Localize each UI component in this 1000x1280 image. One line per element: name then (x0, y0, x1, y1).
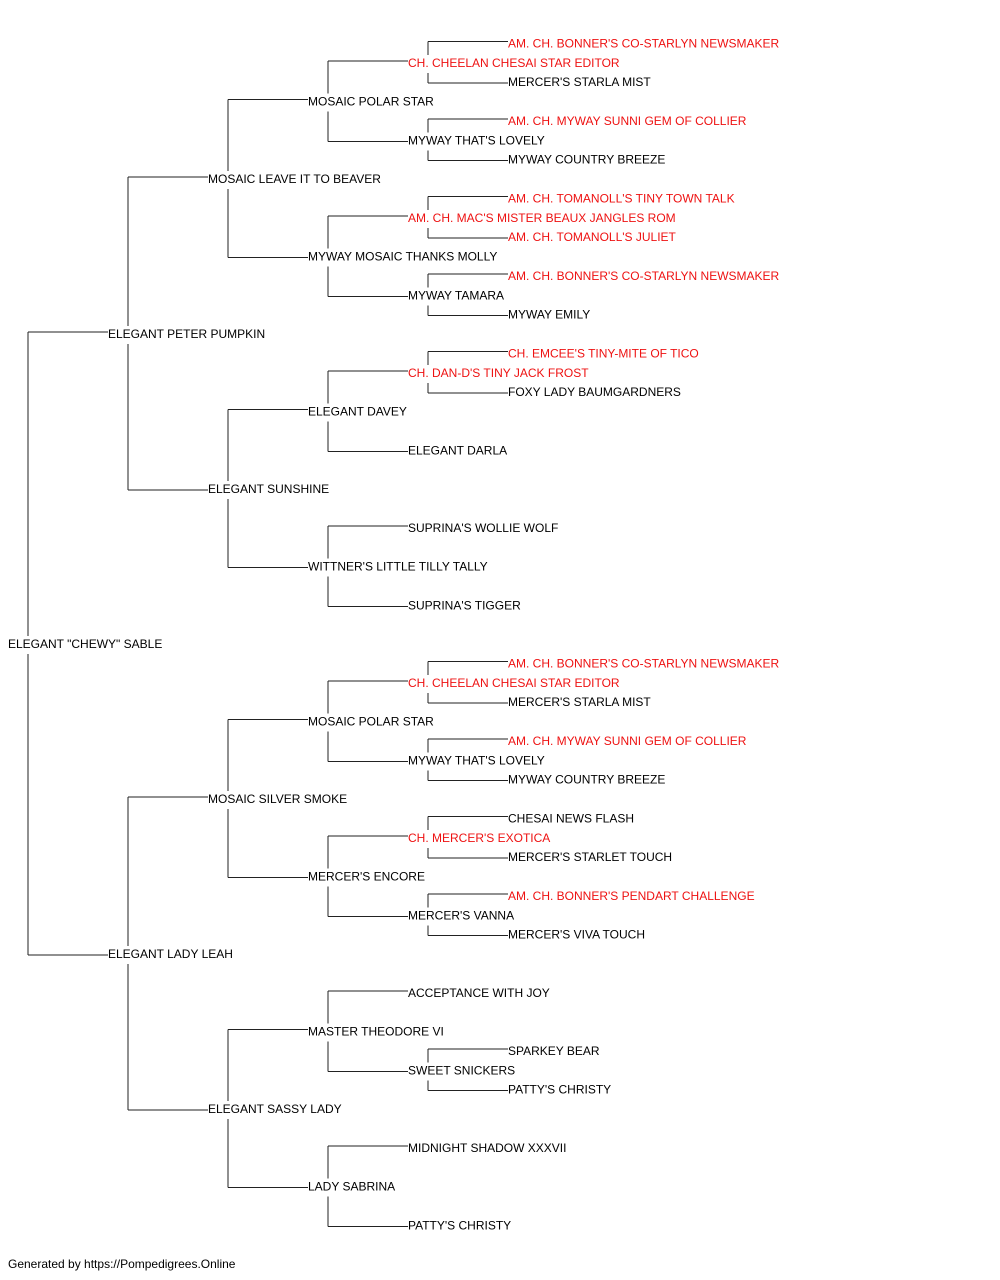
champion-ancestor-name: AM. CH. BONNER'S CO-STARLYN NEWSMAKER (508, 36, 780, 50)
ancestor-name: ELEGANT DARLA (408, 443, 507, 457)
champion-ancestor-name: AM. CH. TOMANOLL'S TINY TOWN TALK (508, 191, 735, 205)
ancestor-name: MERCER'S STARLA MIST (508, 695, 651, 709)
champion-ancestor-name: CH. MERCER'S EXOTICA (408, 831, 550, 845)
ancestor-name: SUPRINA'S TIGGER (408, 598, 521, 612)
champion-ancestor-name: CH. EMCEE'S TINY-MITE OF TICO (508, 346, 699, 360)
ancestor-name: MERCER'S STARLA MIST (508, 75, 651, 89)
ancestor-name: MYWAY THAT'S LOVELY (408, 753, 545, 767)
ancestor-name: ELEGANT LADY LEAH (108, 947, 233, 961)
champion-ancestor-name: AM. CH. MYWAY SUNNI GEM OF COLLIER (508, 114, 747, 128)
champion-ancestor-name: AM. CH. MYWAY SUNNI GEM OF COLLIER (508, 734, 747, 748)
champion-ancestor-name: AM. CH. TOMANOLL'S JULIET (508, 230, 677, 244)
champion-ancestor-name: AM. CH. BONNER'S PENDART CHALLENGE (508, 889, 755, 903)
ancestor-name: PATTY'S CHRISTY (508, 1083, 611, 1097)
ancestor-name: MYWAY COUNTRY BREEZE (508, 153, 665, 167)
ancestor-name: MYWAY TAMARA (408, 288, 504, 302)
ancestor-name: SUPRINA'S WOLLIE WOLF (408, 521, 558, 535)
champion-ancestor-name: AM. CH. MAC'S MISTER BEAUX JANGLES ROM (408, 211, 676, 225)
champion-ancestor-name: CH. CHEELAN CHESAI STAR EDITOR (408, 676, 620, 690)
champion-ancestor-name: AM. CH. BONNER'S CO-STARLYN NEWSMAKER (508, 656, 780, 670)
ancestor-name: MERCER'S VANNA (408, 908, 514, 922)
ancestor-name: MOSAIC POLAR STAR (308, 715, 434, 729)
ancestor-name: ELEGANT SUNSHINE (208, 482, 329, 496)
ancestor-name: ELEGANT DAVEY (308, 405, 407, 419)
ancestor-name: MASTER THEODORE VI (308, 1025, 444, 1039)
ancestor-name: ACCEPTANCE WITH JOY (408, 986, 550, 1000)
ancestor-name: ELEGANT SASSY LADY (208, 1102, 342, 1116)
ancestor-name: CHESAI NEWS FLASH (508, 811, 634, 825)
champion-ancestor-name: CH. CHEELAN CHESAI STAR EDITOR (408, 56, 620, 70)
ancestor-name: MERCER'S ENCORE (308, 870, 425, 884)
champion-ancestor-name: CH. DAN-D'S TINY JACK FROST (408, 366, 589, 380)
ancestor-name: ELEGANT PETER PUMPKIN (108, 327, 265, 341)
ancestor-name: MYWAY EMILY (508, 308, 590, 322)
ancestor-name: FOXY LADY BAUMGARDNERS (508, 385, 681, 399)
ancestor-name: MYWAY COUNTRY BREEZE (508, 773, 665, 787)
ancestor-name: PATTY'S CHRISTY (408, 1218, 511, 1232)
ancestor-name: MYWAY THAT'S LOVELY (408, 133, 545, 147)
ancestor-name: MYWAY MOSAIC THANKS MOLLY (308, 250, 497, 264)
footer-credit: Generated by https://Pompedigrees.Online (8, 1257, 236, 1271)
ancestor-name: WITTNER'S LITTLE TILLY TALLY (308, 560, 488, 574)
ancestor-name: MOSAIC SILVER SMOKE (208, 792, 347, 806)
ancestor-name: MOSAIC POLAR STAR (308, 95, 434, 109)
ancestor-name: MERCER'S VIVA TOUCH (508, 928, 645, 942)
champion-ancestor-name: AM. CH. BONNER'S CO-STARLYN NEWSMAKER (508, 269, 780, 283)
ancestor-name: MIDNIGHT SHADOW XXXVII (408, 1141, 566, 1155)
ancestor-name: LADY SABRINA (308, 1180, 395, 1194)
ancestor-name: MOSAIC LEAVE IT TO BEAVER (208, 172, 381, 186)
ancestor-name: MERCER'S STARLET TOUCH (508, 850, 672, 864)
ancestor-name: SPARKEY BEAR (508, 1044, 600, 1058)
ancestor-name: ELEGANT "CHEWY" SABLE (8, 637, 162, 651)
ancestor-name: SWEET SNICKERS (408, 1063, 515, 1077)
